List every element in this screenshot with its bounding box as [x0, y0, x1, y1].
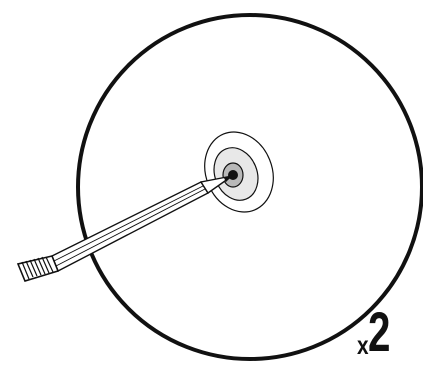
pencil-icon: [18, 175, 233, 281]
quantity-prefix: x: [357, 332, 369, 360]
quantity-label: x 2: [357, 300, 400, 360]
mark-target: [193, 122, 285, 223]
quantity-value: 2: [368, 304, 390, 360]
